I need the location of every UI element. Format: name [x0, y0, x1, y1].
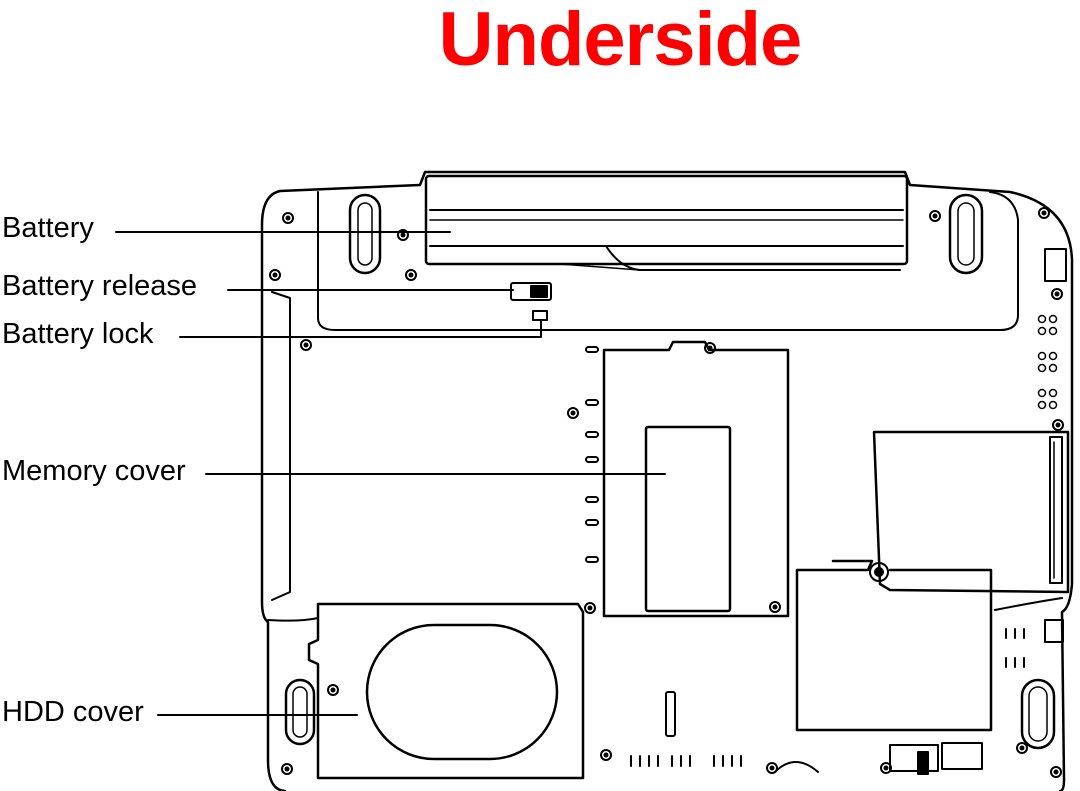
label-battery: Battery: [2, 212, 94, 244]
battery-bay: [317, 191, 1019, 331]
rubber-feet: [284, 193, 1056, 750]
vent-slots: [585, 346, 599, 563]
chassis-outline: [260, 170, 1074, 791]
speaker-holes: [1037, 314, 1058, 410]
callout-lines: [115, 231, 666, 716]
page-title: Underside: [438, 0, 803, 82]
hdd-cover: [307, 602, 585, 780]
wireless-cover: [872, 430, 1070, 594]
battery-pack: [424, 174, 909, 266]
screws: [269, 207, 1064, 778]
battery-lock: [532, 310, 548, 321]
label-battery-release: Battery release: [2, 270, 198, 302]
battery-release-switch: [510, 282, 552, 301]
label-hdd-cover: HDD cover: [2, 696, 144, 728]
label-battery-lock: Battery lock: [2, 318, 154, 350]
memory-cover: [602, 340, 790, 618]
mini-pci-cover: [795, 559, 993, 732]
label-memory-cover: Memory cover: [2, 455, 186, 487]
